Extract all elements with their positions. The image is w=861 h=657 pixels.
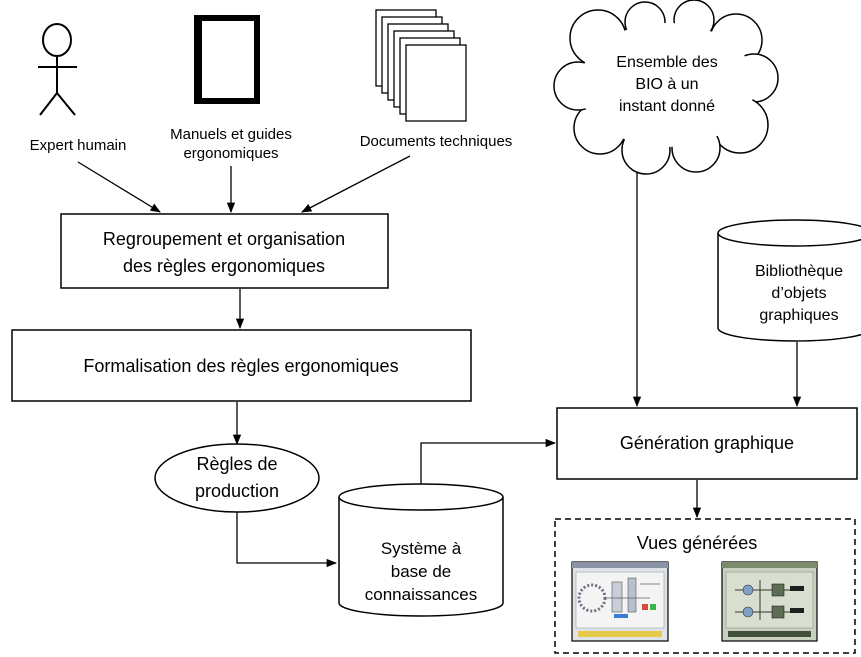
generated-view-thumbnail-1	[571, 561, 669, 642]
manuals-label-line2: ergonomiques	[183, 145, 278, 162]
manual-book-icon	[194, 15, 260, 104]
library-line3: graphiques	[759, 307, 838, 324]
cloud-fill	[579, 23, 755, 147]
arrow-rules-to-kb	[236, 512, 338, 568]
knowledge-base-cylinder	[338, 483, 504, 617]
documents-label: Documents techniques	[360, 133, 513, 150]
regroupement-line1: Regroupement et organisation	[103, 229, 345, 249]
expert-label: Expert humain	[30, 137, 127, 154]
regroupement-box	[60, 213, 389, 289]
cloud-line1: Ensemble des	[616, 54, 717, 71]
expert-human-icon	[38, 23, 77, 116]
library-cylinder	[717, 219, 861, 342]
kb-line1: Système à	[381, 539, 462, 558]
documents-stack-icon	[375, 9, 467, 122]
generated-views-title: Vues générées	[637, 533, 757, 553]
generation-label: Génération graphique	[620, 433, 794, 453]
cloud-line3: instant donné	[619, 98, 715, 115]
kb-line2: base de	[391, 562, 452, 581]
library-line2: d’objets	[771, 285, 826, 302]
generation-box	[556, 407, 858, 480]
formalisation-label: Formalisation des règles ergonomiques	[83, 356, 398, 376]
arrow-kb-to-generation	[420, 438, 557, 484]
generated-view-thumbnail-2	[721, 561, 818, 642]
production-rules-line2: production	[195, 481, 279, 501]
arrow-documents-to-regroupement	[301, 155, 411, 213]
arrow-expert-to-regroupement	[77, 161, 161, 213]
manuals-label-line1: Manuels et guides	[170, 126, 292, 143]
cloud-line2: BIO à un	[635, 76, 698, 93]
kb-line3: connaissances	[365, 585, 477, 604]
production-rules-line1: Règles de	[196, 454, 277, 474]
library-line1: Bibliothèque	[755, 263, 843, 280]
formalisation-box	[11, 329, 472, 402]
regroupement-line2: des règles ergonomiques	[123, 256, 325, 276]
